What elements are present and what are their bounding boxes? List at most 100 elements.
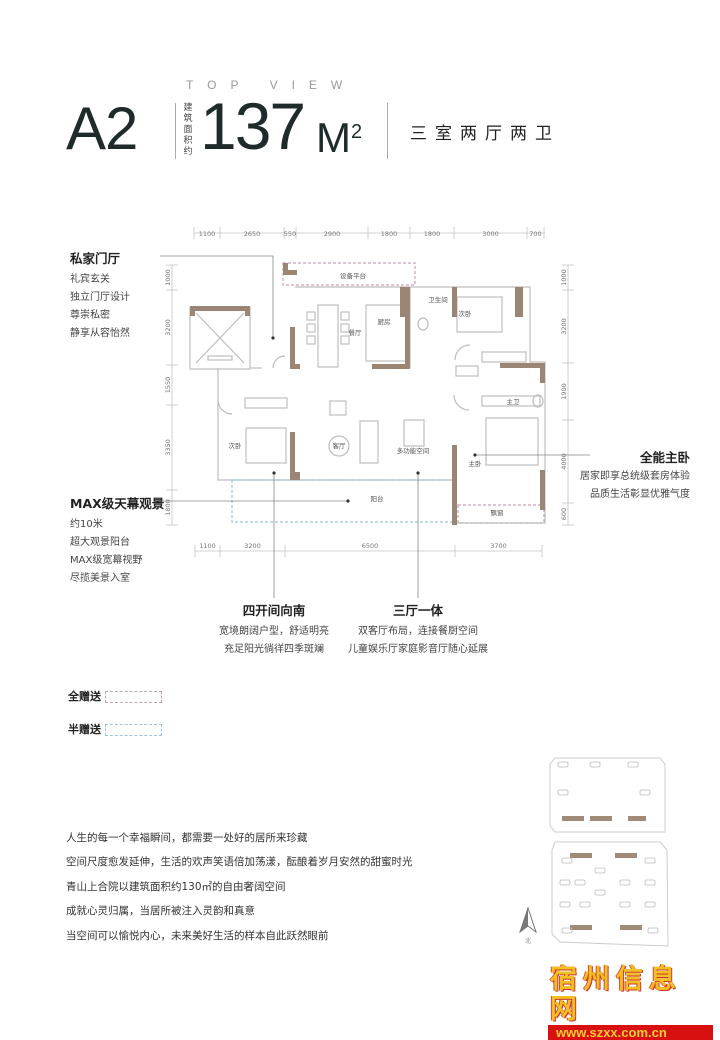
site-building [644, 901, 656, 908]
site-building [647, 927, 659, 934]
site-building [639, 789, 651, 796]
dimension-label: 600 [560, 508, 568, 520]
site-building [594, 867, 606, 874]
site-building [559, 901, 571, 908]
dimension-label: 1100 [199, 542, 216, 550]
room-bedroom-right: 次卧 [459, 309, 473, 318]
site-building [594, 889, 606, 896]
dimension-label: 3200 [560, 318, 568, 335]
callout-title: 私家门厅 [70, 251, 121, 266]
callout-line: 充足阳光徜徉四季斑斓 [224, 644, 324, 655]
dimension-label: 700 [529, 230, 541, 238]
paragraph-line: 人生的每一个幸福瞬间，都需要一处好的居所来珍藏 [66, 832, 308, 844]
room-equipment: 设备平台 [340, 271, 366, 280]
callout-title: 三厅一体 [392, 603, 443, 618]
dimension-label: 2900 [324, 230, 341, 238]
divider [175, 103, 176, 159]
legend-half: 半赠送 [68, 721, 162, 737]
room-bedroom-left: 次卧 [229, 441, 243, 450]
site-building [619, 901, 631, 908]
callout-line: 超大观景阳台 [70, 537, 130, 548]
callout-line: 儿童娱乐厅家庭影音厅随心延展 [348, 644, 488, 655]
unit-m: M [316, 114, 351, 161]
callout-foyer: 私家门厅 礼宾玄关独立门厅设计尊崇私密静享从容怡然 [70, 248, 130, 343]
room-kitchen: 厨房 [378, 317, 391, 326]
callout-line: 双客厅布局，连接餐厨空间 [358, 626, 478, 637]
room-bay-window: 飘窗 [491, 508, 504, 517]
legend-full-swatch [105, 691, 162, 703]
dimension-label: 1800 [381, 230, 398, 238]
compass-icon: 北 [519, 906, 537, 945]
callout-line: 宽境朗阔户型，舒适明亮 [219, 626, 329, 637]
site-building [627, 761, 639, 768]
site-building [561, 927, 573, 934]
site-building [619, 879, 631, 886]
dimension-label: 1550 [164, 377, 172, 394]
site-building [557, 761, 569, 768]
callout-master: 全能主卧 居家即享总统级套房体验品质生活彰显优雅气度 [580, 447, 690, 504]
room-living: 客厅 [333, 441, 347, 450]
paragraph-line: 青山上合院以建筑面积约130㎡的自由奢阔空间 [66, 881, 286, 893]
watermark-url: www.szxx.com.cn [548, 1025, 713, 1040]
callout-line: 尊崇私密 [70, 310, 110, 321]
callout-title: 四开间向南 [242, 603, 306, 618]
dimension-lines [171, 232, 569, 552]
dimension-label: 3200 [164, 319, 172, 336]
area-label: 建筑面积约 [183, 103, 193, 157]
dimension-label: 6500 [362, 542, 379, 550]
callout-line: 约10米 [70, 519, 103, 530]
area-value: 137 [200, 89, 306, 163]
dimension-label: 1800 [164, 499, 172, 516]
site-building [559, 879, 571, 886]
callout-line: 静享从容怡然 [70, 328, 130, 339]
divider [387, 103, 388, 159]
structural-walls [190, 263, 545, 525]
dimension-label: 3700 [490, 542, 507, 550]
legend-half-swatch [105, 724, 162, 736]
callout-line: 品质生活彰显优雅气度 [590, 489, 690, 500]
dimension-label: 1900 [560, 383, 568, 400]
callout-halls: 三厅一体 双客厅布局，连接餐厨空间儿童娱乐厅家庭影音厅随心延展 [348, 600, 488, 659]
dimension-label: 2650 [244, 230, 261, 238]
dimension-label: 3350 [164, 439, 172, 456]
room-master: 主卧 [469, 459, 483, 468]
model-name: A2 [66, 95, 138, 162]
plan-outlines [189, 262, 546, 524]
dimension-label: 4000 [560, 453, 568, 470]
room-bath: 卫生间 [428, 295, 448, 304]
room-master-bath: 主卫 [507, 397, 521, 406]
callout-title: 全能主卧 [639, 450, 690, 465]
room-multi: 多功能空间 [397, 446, 430, 455]
site-building [579, 901, 591, 908]
legend-half-label: 半赠送 [68, 723, 101, 736]
callout-title: MAX级天幕观景 [70, 496, 165, 511]
callout-south: 四开间向南 宽境朗阔户型，舒适明亮充足阳光徜徉四季斑斓 [204, 600, 344, 659]
room-count: 三室两厅两卫 [410, 124, 560, 144]
top-view-label: TOP VIEW [186, 78, 357, 92]
site-building [589, 761, 601, 768]
unit-exp: 2 [351, 121, 363, 143]
dimension-label: 1000 [560, 269, 568, 286]
dimension-label: 1000 [164, 269, 172, 286]
legend-full-label: 全赠送 [68, 690, 101, 703]
site-building [574, 879, 586, 886]
floor-plan: 1100 2650 550 2900 1800 1800 3000 700 1100 3200 65… [158, 227, 590, 598]
callout-lines [158, 255, 590, 598]
dimension-label: 1100 [199, 230, 216, 238]
dimension-label: 550 [284, 230, 296, 238]
site-building [561, 857, 573, 864]
dimension-label: 1800 [424, 230, 441, 238]
watermark-name: 宿州信息网 [550, 964, 682, 1025]
site-building [644, 879, 656, 886]
site-building [644, 857, 656, 864]
legend-full: 全赠送 [68, 688, 162, 704]
dimension-labels: 1100 2650 550 2900 1800 1800 3000 700 1100 3200 65… [164, 230, 568, 550]
paragraph-line: 成就心灵归属，当居所被注入灵韵和真意 [66, 905, 255, 917]
watermark: 宿州信息网 www.szxx.com.cn [548, 965, 713, 1040]
callout-line: 独立门厅设计 [70, 292, 130, 303]
room-dining: 餐厅 [349, 328, 363, 337]
compass-label: 北 [525, 937, 531, 945]
paragraph-line: 当空间可以愉悦内心，未来美好生活的样本自此跃然眼前 [66, 930, 329, 942]
dimension-label: 3000 [482, 230, 499, 238]
